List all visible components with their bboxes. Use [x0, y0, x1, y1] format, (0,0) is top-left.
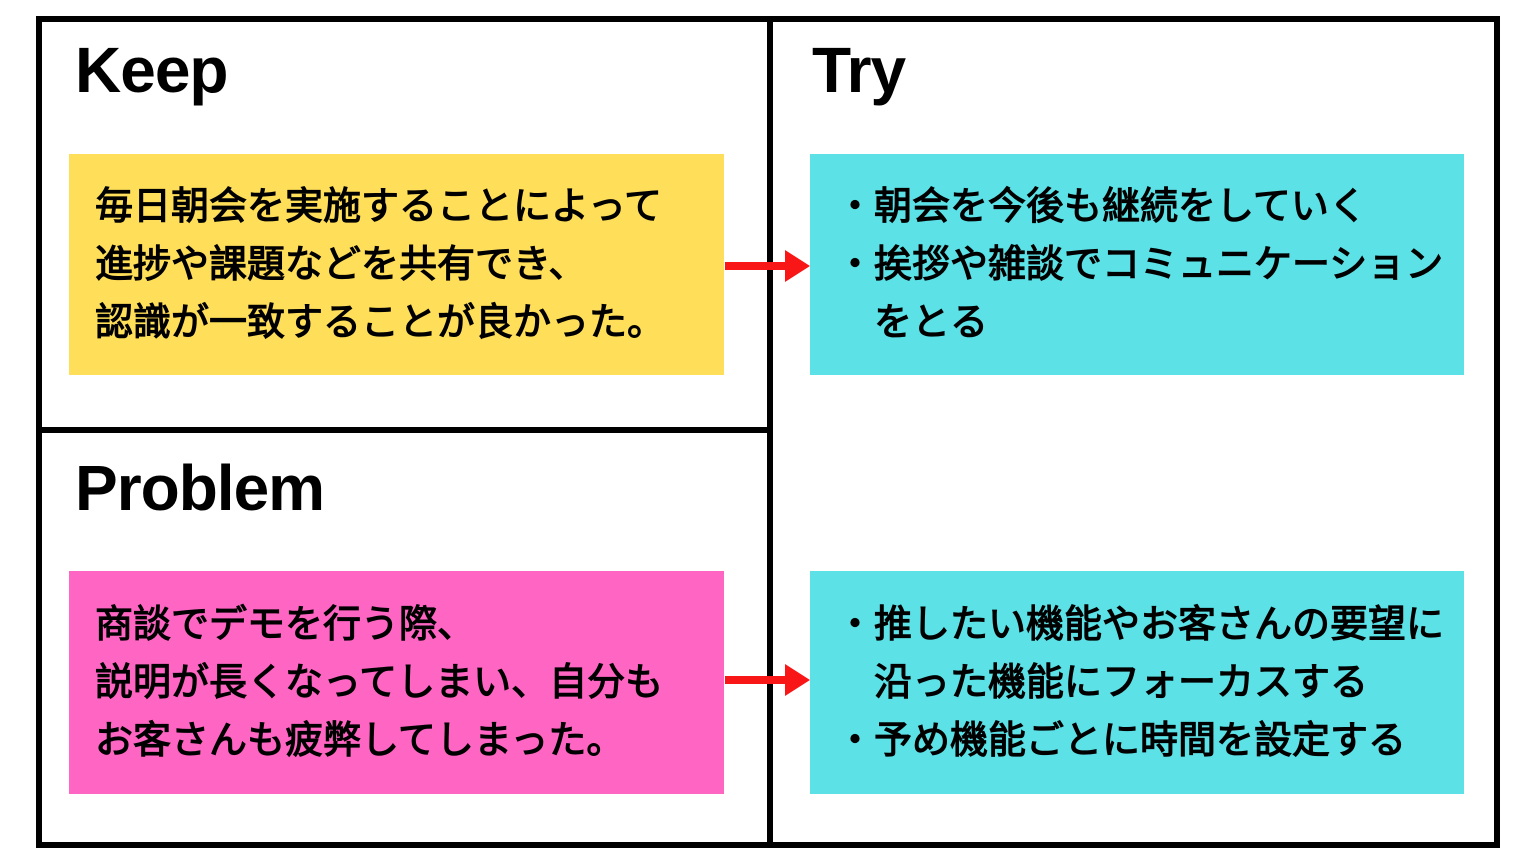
problem-note-line: 説明が長くなってしまい、自分も — [95, 661, 664, 704]
problem-section-title: Problem — [75, 452, 325, 524]
try-section-title: Try — [812, 34, 906, 106]
problem-note-line: お客さんも疲弊してしまった。 — [95, 719, 625, 762]
arrow-right-icon — [725, 250, 810, 282]
try-top-note-line: をとる — [836, 301, 989, 344]
try-bottom-sticky-note: ・推したい機能やお客さんの要望に 沿った機能にフォーカスする ・予め機能ごとに時… — [810, 571, 1464, 794]
try-top-note-line: ・朝会を今後も継続をしていく — [836, 185, 1367, 228]
board-frame: Keep Try Problem 毎日朝会を実施することによって 進捗や課題など… — [36, 16, 1500, 848]
problem-note-line: 商談でデモを行う際、 — [95, 603, 476, 646]
keep-note-line: 認識が一致することが良かった。 — [95, 301, 666, 344]
try-bottom-note-line: 沿った機能にフォーカスする — [836, 661, 1369, 704]
horizontal-divider — [42, 427, 773, 433]
problem-sticky-note: 商談でデモを行う際、 説明が長くなってしまい、自分も お客さんも疲弊してしまった… — [69, 571, 724, 794]
keep-sticky-note: 毎日朝会を実施することによって 進捗や課題などを共有でき、 認識が一致することが… — [69, 154, 724, 375]
try-bottom-note-line: ・推したい機能やお客さんの要望に — [836, 603, 1445, 646]
try-bottom-note-line: ・予め機能ごとに時間を設定する — [836, 719, 1407, 762]
try-top-sticky-note: ・朝会を今後も継続をしていく ・挨拶や雑談でコミュニケーション をとる — [810, 154, 1464, 375]
keep-note-line: 進捗や課題などを共有でき、 — [95, 243, 587, 286]
arrow-right-icon — [725, 664, 810, 696]
keep-section-title: Keep — [75, 34, 228, 106]
keep-note-line: 毎日朝会を実施することによって — [95, 185, 662, 228]
try-top-note-line: ・挨拶や雑談でコミュニケーション — [836, 243, 1444, 286]
